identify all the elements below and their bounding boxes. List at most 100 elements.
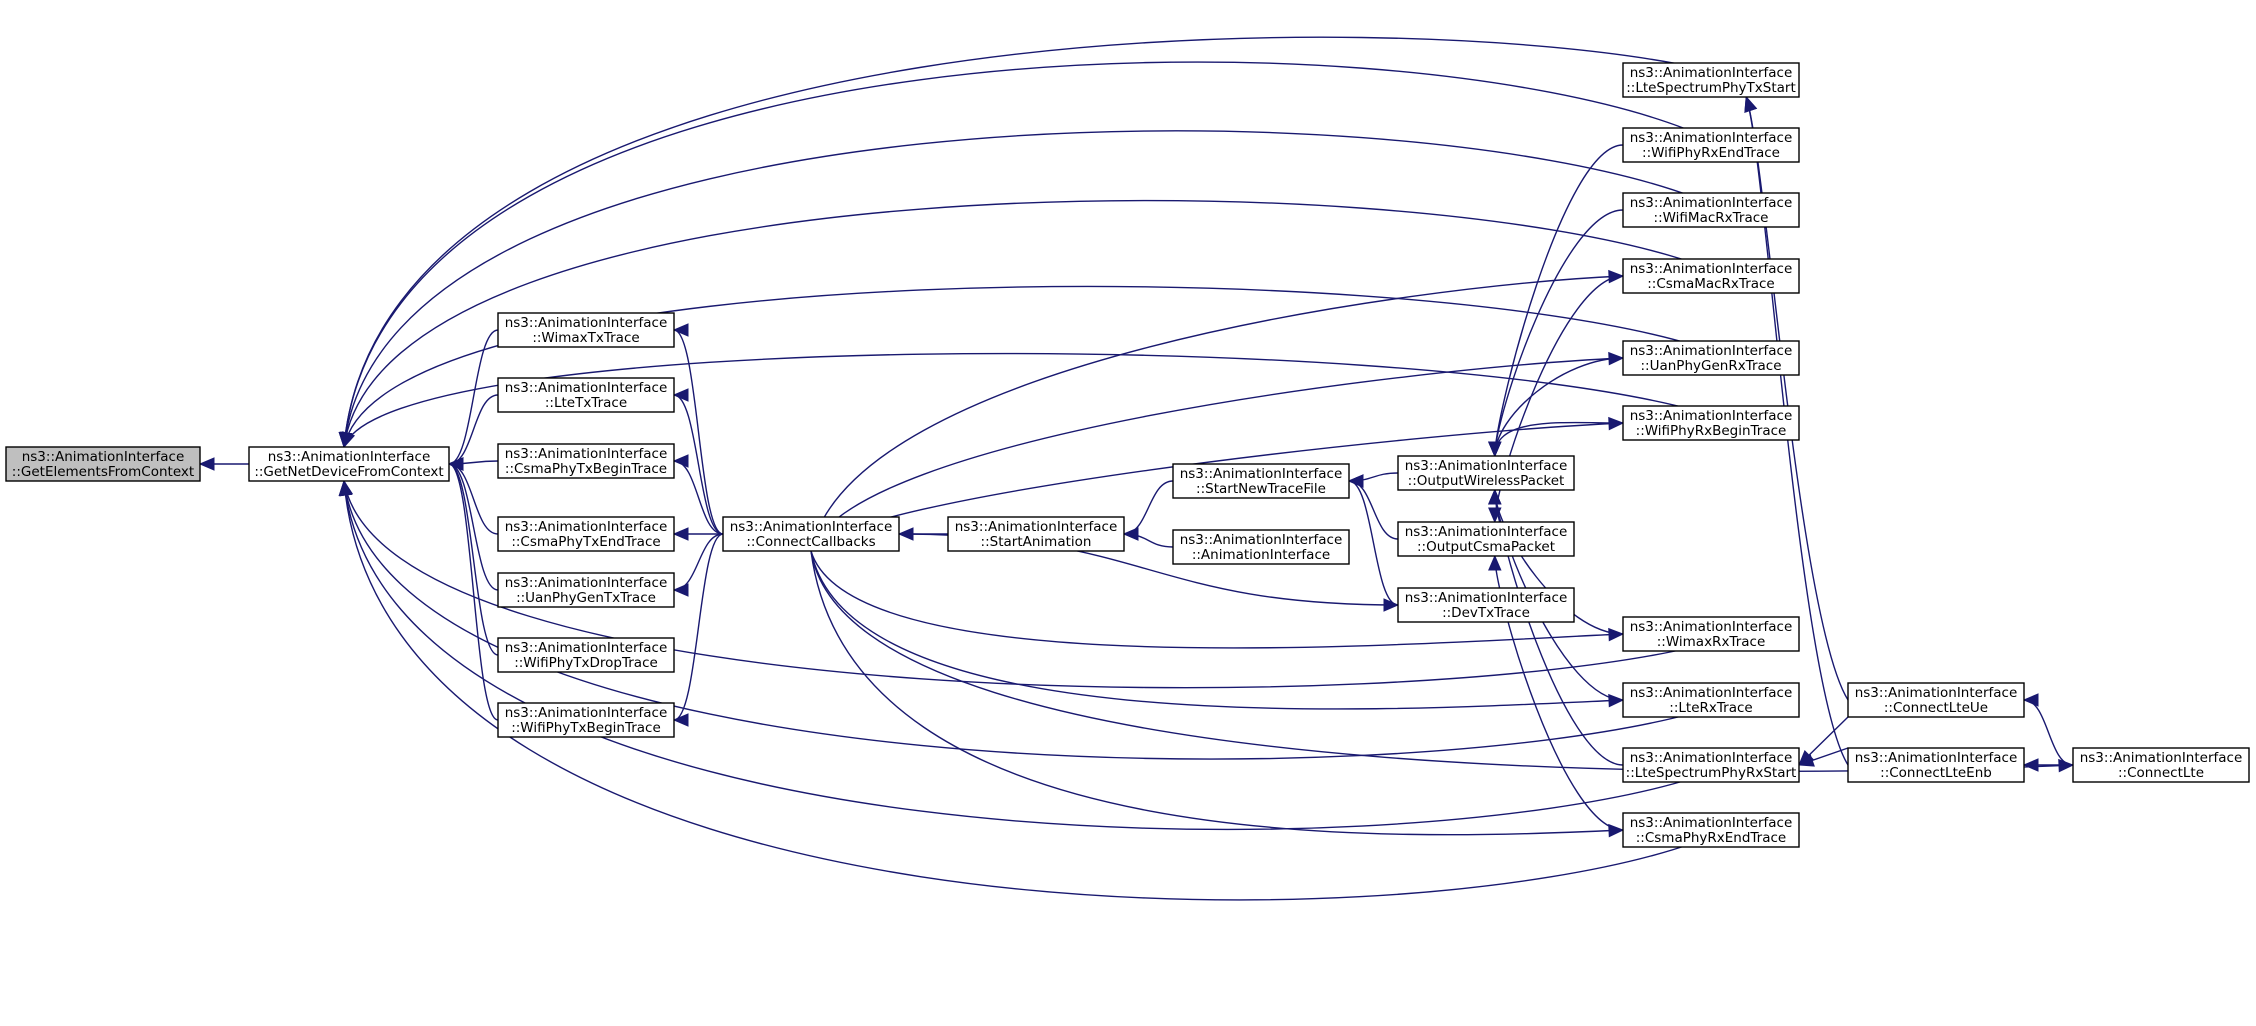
nodes-layer: ns3::AnimationInterface::GetElementsFrom… bbox=[5, 62, 2250, 848]
node-method-label: ::WimaxTxTrace bbox=[532, 330, 639, 346]
node-GetElementsFromContext[interactable]: ns3::AnimationInterface::GetElementsFrom… bbox=[5, 446, 201, 482]
node-class-label: ns3::AnimationInterface bbox=[505, 380, 668, 396]
node-UanPhyGenRxTrace[interactable]: ns3::AnimationInterface::UanPhyGenRxTrac… bbox=[1622, 340, 1800, 376]
node-StartAnimation[interactable]: ns3::AnimationInterface::StartAnimation bbox=[947, 516, 1125, 552]
node-LteSpectrumPhyRxStart[interactable]: ns3::AnimationInterface::LteSpectrumPhyR… bbox=[1622, 747, 1800, 783]
node-method-label: ::StartNewTraceFile bbox=[1196, 481, 1326, 497]
node-box bbox=[1622, 747, 1800, 783]
edge-arrowhead bbox=[672, 713, 689, 727]
node-box bbox=[1622, 340, 1800, 376]
edge-line bbox=[810, 550, 2074, 773]
edge-ConnectCallbacks-to-LteTxTrace bbox=[672, 388, 724, 535]
edge-ConnectCallbacks-to-UanPhyGenTxTrace bbox=[672, 533, 724, 597]
node-ConnectLteEnb[interactable]: ns3::AnimationInterface::ConnectLteEnb bbox=[1847, 747, 2025, 783]
edge-ConnectCallbacks-to-LteRxTrace bbox=[810, 550, 1625, 710]
node-box bbox=[5, 446, 201, 482]
node-class-label: ns3::AnimationInterface bbox=[1180, 532, 1343, 548]
node-method-label: ::StartAnimation bbox=[981, 534, 1092, 550]
edge-line bbox=[810, 550, 1624, 710]
node-class-label: ns3::AnimationInterface bbox=[1855, 750, 2018, 766]
node-box bbox=[1397, 455, 1575, 491]
edge-ConnectCallbacks-to-CsmaPhyTxBeginTrace bbox=[672, 454, 724, 535]
edge-arrowhead bbox=[1608, 627, 1625, 642]
edge-arrowhead bbox=[338, 479, 352, 497]
node-AnimationInterface[interactable]: ns3::AnimationInterface::AnimationInterf… bbox=[1172, 529, 1350, 565]
node-box bbox=[722, 516, 900, 552]
edge-arrowhead bbox=[672, 323, 689, 337]
node-ConnectCallbacks[interactable]: ns3::AnimationInterface::ConnectCallback… bbox=[722, 516, 900, 552]
edge-arrowhead bbox=[672, 583, 689, 597]
node-WifiPhyRxBeginTrace[interactable]: ns3::AnimationInterface::WifiPhyRxBeginT… bbox=[1622, 405, 1800, 441]
node-UanPhyGenTxTrace[interactable]: ns3::AnimationInterface::UanPhyGenTxTrac… bbox=[497, 572, 675, 608]
node-class-label: ns3::AnimationInterface bbox=[1405, 458, 1568, 474]
edge-AnimationInterface-to-StartAnimation bbox=[1122, 527, 1174, 548]
edge-CsmaMacRxTrace-to-OutputCsmaPacket bbox=[1488, 275, 1624, 524]
edge-WifiPhyRxBeginTrace-to-GetNetDeviceFromContext bbox=[342, 352, 1694, 449]
node-WifiPhyRxEndTrace[interactable]: ns3::AnimationInterface::WifiPhyRxEndTra… bbox=[1622, 127, 1800, 163]
edge-line bbox=[810, 275, 1624, 552]
node-LteRxTrace[interactable]: ns3::AnimationInterface::LteRxTrace bbox=[1622, 682, 1800, 718]
node-class-label: ns3::AnimationInterface bbox=[1630, 619, 1793, 635]
node-CsmaPhyTxBeginTrace[interactable]: ns3::AnimationInterface::CsmaPhyTxBeginT… bbox=[497, 443, 675, 479]
node-WifiMacRxTrace[interactable]: ns3::AnimationInterface::WifiMacRxTrace bbox=[1622, 192, 1800, 228]
edge-line bbox=[448, 463, 499, 656]
node-LteSpectrumPhyTxStart[interactable]: ns3::AnimationInterface::LteSpectrumPhyT… bbox=[1622, 62, 1800, 98]
node-box bbox=[497, 702, 675, 738]
edge-arrowhead bbox=[1122, 527, 1139, 541]
edge-arrowhead bbox=[198, 457, 215, 471]
node-method-label: ::LteRxTrace bbox=[1669, 700, 1752, 716]
node-GetNetDeviceFromContext[interactable]: ns3::AnimationInterface::GetNetDeviceFro… bbox=[248, 446, 450, 482]
node-method-label: ::WimaxRxTrace bbox=[1657, 634, 1766, 650]
node-box bbox=[497, 572, 675, 608]
node-WifiPhyTxDropTrace[interactable]: ns3::AnimationInterface::WifiPhyTxDropTr… bbox=[497, 637, 675, 673]
node-class-label: ns3::AnimationInterface bbox=[505, 705, 668, 721]
edge-ConnectLteEnb-to-LteSpectrumPhyRxStart bbox=[1797, 747, 1849, 767]
node-WimaxTxTrace[interactable]: ns3::AnimationInterface::WimaxTxTrace bbox=[497, 312, 675, 348]
edge-line bbox=[1745, 96, 1849, 701]
node-method-label: ::CsmaPhyTxEndTrace bbox=[511, 534, 660, 550]
edge-line bbox=[810, 357, 1624, 552]
node-method-label: ::GetElementsFromContext bbox=[12, 464, 194, 480]
edge-line bbox=[343, 352, 1694, 448]
node-method-label: ::OutputWirelessPacket bbox=[1408, 473, 1565, 489]
edge-line bbox=[1494, 489, 1624, 635]
node-WifiPhyTxBeginTrace[interactable]: ns3::AnimationInterface::WifiPhyTxBeginT… bbox=[497, 702, 675, 738]
edge-arrowhead bbox=[1488, 507, 1502, 524]
node-class-label: ns3::AnimationInterface bbox=[2080, 750, 2243, 766]
node-ConnectLte[interactable]: ns3::AnimationInterface::ConnectLte bbox=[2072, 747, 2250, 783]
node-box bbox=[497, 443, 675, 479]
node-method-label: ::WifiPhyRxBeginTrace bbox=[1636, 423, 1787, 439]
node-CsmaMacRxTrace[interactable]: ns3::AnimationInterface::CsmaMacRxTrace bbox=[1622, 258, 1800, 294]
node-method-label: ::WifiPhyTxBeginTrace bbox=[511, 720, 661, 736]
node-CsmaPhyTxEndTrace[interactable]: ns3::AnimationInterface::CsmaPhyTxEndTra… bbox=[497, 516, 675, 552]
node-method-label: ::OutputCsmaPacket bbox=[1417, 539, 1555, 555]
node-method-label: ::ConnectLteUe bbox=[1884, 700, 1988, 716]
edge-line bbox=[810, 550, 1624, 649]
node-method-label: ::GetNetDeviceFromContext bbox=[254, 464, 443, 480]
edge-line bbox=[343, 36, 1694, 448]
node-class-label: ns3::AnimationInterface bbox=[730, 519, 893, 535]
node-class-label: ns3::AnimationInterface bbox=[268, 449, 431, 465]
edge-WifiPhyRxEndTrace-to-OutputWirelessPacket bbox=[1488, 144, 1624, 458]
node-LteTxTrace[interactable]: ns3::AnimationInterface::LteTxTrace bbox=[497, 377, 675, 413]
node-WimaxRxTrace[interactable]: ns3::AnimationInterface::WimaxRxTrace bbox=[1622, 616, 1800, 652]
node-OutputWirelessPacket[interactable]: ns3::AnimationInterface::OutputWirelessP… bbox=[1397, 455, 1575, 491]
edge-arrowhead bbox=[2022, 758, 2039, 772]
node-box bbox=[1622, 405, 1800, 441]
node-StartNewTraceFile[interactable]: ns3::AnimationInterface::StartNewTraceFi… bbox=[1172, 463, 1350, 499]
edge-line bbox=[448, 329, 499, 465]
edge-line bbox=[2023, 699, 2074, 766]
node-CsmaPhyRxEndTrace[interactable]: ns3::AnimationInterface::CsmaPhyRxEndTra… bbox=[1622, 812, 1800, 848]
edge-line bbox=[343, 199, 1694, 448]
node-DevTxTrace[interactable]: ns3::AnimationInterface::DevTxTrace bbox=[1397, 587, 1575, 623]
node-class-label: ns3::AnimationInterface bbox=[505, 519, 668, 535]
edge-GetNetDeviceFromContext-to-GetElementsFromContext bbox=[198, 457, 250, 471]
node-OutputCsmaPacket[interactable]: ns3::AnimationInterface::OutputCsmaPacke… bbox=[1397, 521, 1575, 557]
node-box bbox=[1622, 127, 1800, 163]
edge-CsmaPhyRxEndTrace-to-OutputCsmaPacket bbox=[1488, 554, 1624, 831]
node-ConnectLteUe[interactable]: ns3::AnimationInterface::ConnectLteUe bbox=[1847, 682, 2025, 718]
edge-line bbox=[673, 329, 724, 535]
node-method-label: ::UanPhyGenTxTrace bbox=[516, 590, 656, 606]
edge-line bbox=[343, 480, 1694, 689]
